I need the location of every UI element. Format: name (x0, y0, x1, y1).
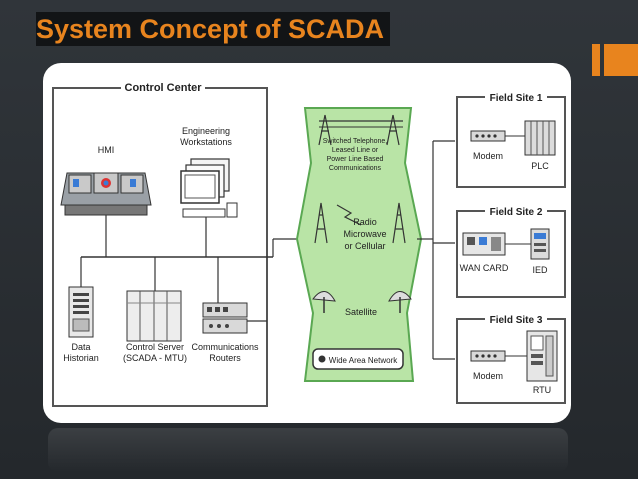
workstations-label-line2: Workstations (180, 137, 232, 147)
wan-telephone-line3: Power Line Based (327, 156, 384, 163)
accent-bar-right (604, 44, 638, 76)
wan-label-box (312, 348, 404, 370)
wan-telephone-line1: Switched Telephone, (323, 138, 388, 145)
modem-icon (470, 350, 506, 362)
field-site-1: Field Site 1 Modem PLC (456, 89, 566, 188)
modem-icon (470, 130, 506, 142)
field-site-3-title: Field Site 3 (490, 315, 543, 326)
wan-card-icon (462, 232, 506, 256)
wan-radio-line1: Radio (353, 217, 377, 227)
scada-diagram: Control Center HMI Engineering Workstati… (52, 79, 566, 407)
wan-cloud-shape (295, 107, 423, 382)
wan-telephone-line4: Communications (329, 165, 382, 172)
wan-bullet-icon (318, 355, 326, 363)
field-site-2-left-device: WAN CARD (460, 263, 509, 273)
server-label-line1: Control Server (126, 342, 184, 352)
card-reflection (48, 428, 568, 472)
workstation-monitor-icon (180, 158, 238, 218)
diagram-card: Control Center HMI Engineering Workstati… (43, 63, 571, 423)
historian-label-line2: Historian (63, 353, 99, 363)
plc-icon (524, 120, 556, 156)
wan-telephone-line2: Leased Line or (332, 147, 379, 154)
field-site-2: Field Site 2 WAN CARD IED (456, 203, 566, 298)
wan-label: Wide Area Network (329, 356, 398, 365)
hmi-console-icon (60, 172, 152, 216)
field-site-1-left-device: Modem (473, 151, 503, 161)
slide-title: System Concept of SCADA (36, 12, 391, 46)
control-center-label-bg (121, 79, 205, 95)
control-server-rack-icon (126, 290, 182, 342)
field-site-1-title: Field Site 1 (490, 93, 543, 104)
field-site-3-left-device: Modem (473, 371, 503, 381)
field-site-2-right-device: IED (532, 265, 548, 275)
accent-bar-left (592, 44, 600, 76)
rtu-cabinet-icon (526, 330, 558, 382)
wide-area-network: Switched Telephone, Leased Line or Power… (295, 107, 423, 382)
routers-label-line1: Communications (191, 342, 259, 352)
routers-label-line2: Routers (209, 353, 241, 363)
satellite-dish-icon (312, 291, 412, 313)
router-icon (202, 302, 248, 334)
field-site-1-right-device: PLC (531, 161, 549, 171)
power-line-icon (318, 114, 403, 146)
radio-tower-icon (314, 202, 406, 244)
field-site-3: Field Site 3 Modem RTU (456, 311, 566, 404)
wan-satellite-label: Satellite (345, 307, 377, 317)
control-center: Control Center HMI Engineering Workstati… (52, 79, 301, 407)
wan-radio-line2: Microwave (343, 229, 386, 239)
field-site-3-right-device: RTU (533, 385, 551, 395)
ied-icon (530, 228, 550, 260)
hmi-label: HMI (98, 145, 115, 155)
server-label-line2: (SCADA - MTU) (123, 353, 187, 363)
wan-radio-line3: or Cellular (344, 241, 385, 251)
historian-tower-icon (68, 286, 94, 338)
lightning-bolt-icon (336, 204, 362, 226)
workstations-label-line1: Engineering (182, 126, 230, 136)
historian-label-line1: Data (71, 342, 90, 352)
control-center-label: Control Center (125, 82, 203, 94)
field-site-2-title: Field Site 2 (490, 207, 543, 218)
